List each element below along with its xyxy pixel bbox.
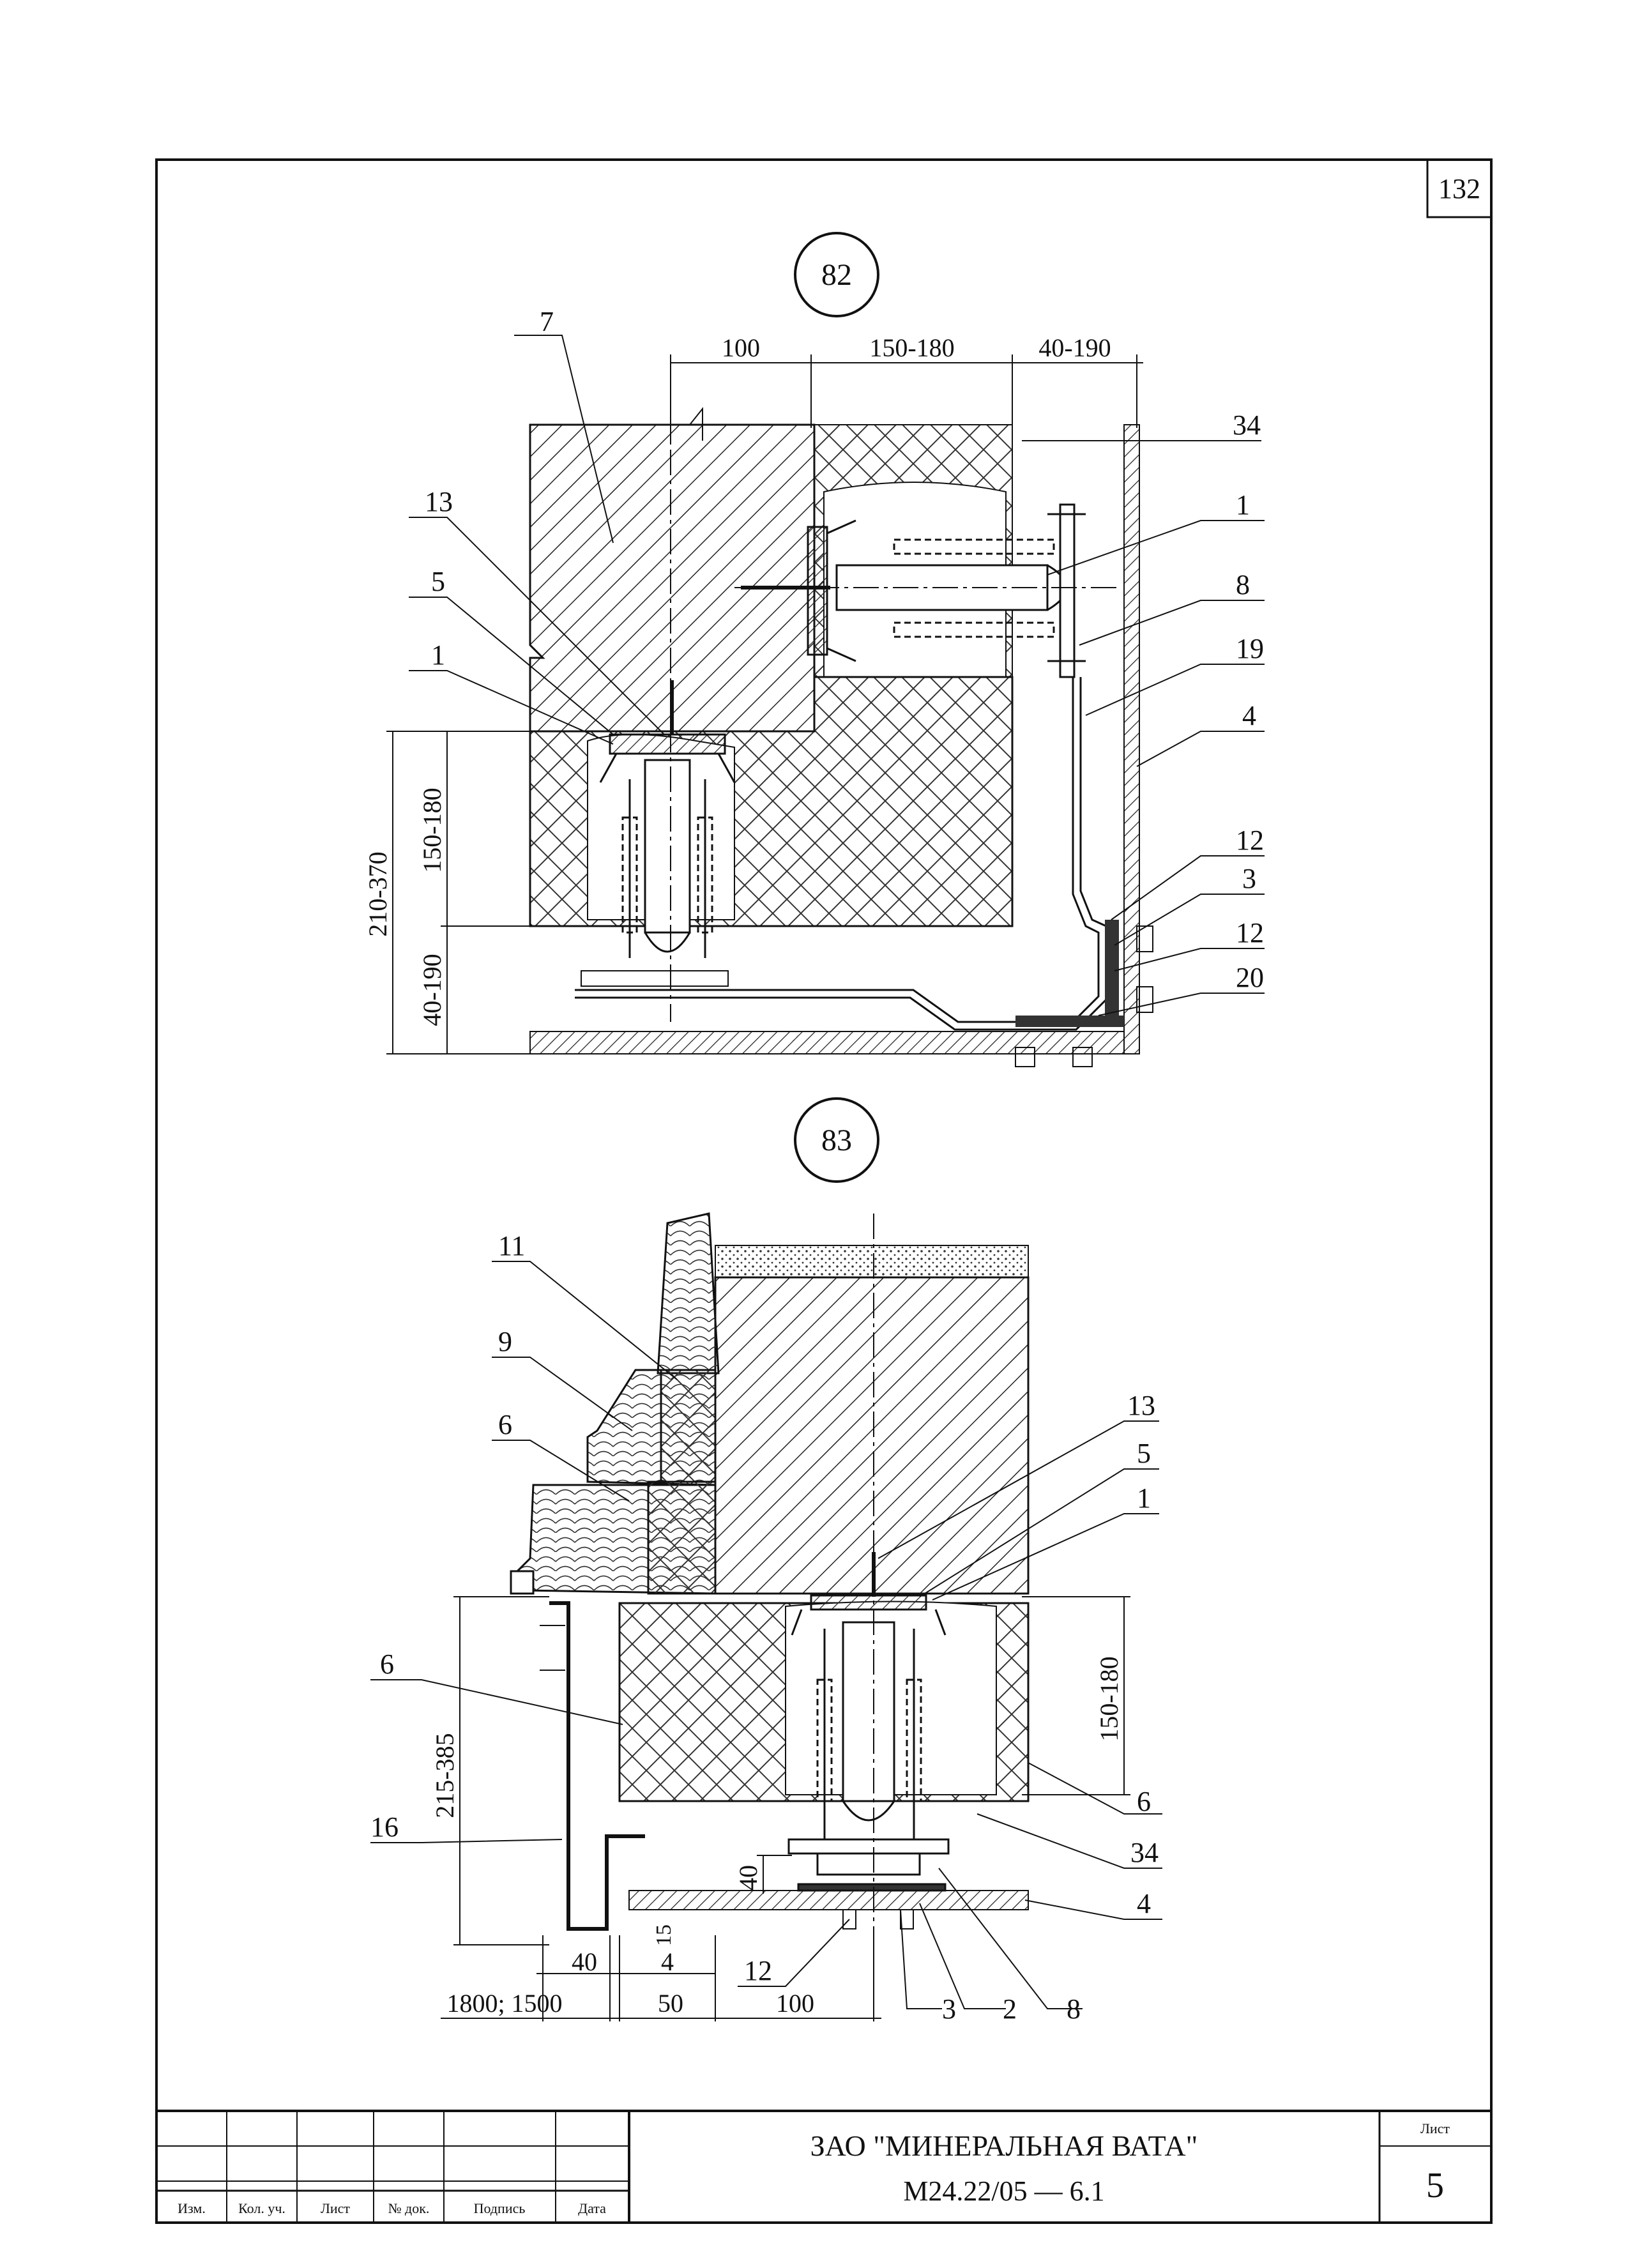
node-82-dim-40-190: 40-190	[1038, 333, 1111, 362]
sheet-label: Лист	[1420, 2120, 1450, 2136]
node-83-steel-sheet	[628, 1890, 1029, 1910]
stamp-header-izm: Изм.	[178, 2200, 206, 2216]
node-82-label-20: 20	[1236, 962, 1264, 993]
node-83-screed	[715, 1245, 1029, 1278]
node-83-label-5: 5	[1137, 1438, 1151, 1469]
node-82-dims-left	[386, 731, 530, 1054]
sheet-corner-number: 132	[1438, 173, 1480, 204]
node-82-label-3: 3	[1242, 863, 1256, 894]
node-83-dim-150-180: 150-180	[1095, 1656, 1123, 1741]
node-83-z-profile	[549, 1601, 645, 1931]
node-82-label-5: 5	[431, 566, 445, 597]
node-82-marker: 82	[821, 258, 852, 292]
company-name: ЗАО "МИНЕРАЛЬНАЯ ВАТА"	[810, 2129, 1198, 2162]
node-83-marker-circle	[794, 1097, 879, 1183]
node-83-marker: 83	[821, 1123, 852, 1157]
node-83-label-6b: 6	[380, 1648, 394, 1680]
node-83-label-2: 2	[1003, 1993, 1017, 2025]
node-82: 82 100 150-180 40-190	[363, 232, 1265, 1067]
node-83-dim-40-horizontal: 40	[572, 1947, 597, 1976]
node-82-dim-150-180: 150-180	[869, 333, 954, 362]
node-83-label-13: 13	[1127, 1390, 1155, 1421]
node-83-label-6a: 6	[498, 1409, 512, 1440]
node-83-label-12: 12	[744, 1955, 772, 1986]
node-83-label-8: 8	[1067, 1993, 1081, 2025]
stamp-header-signature: Подпись	[474, 2200, 526, 2216]
stamp-header-kol: Кол. уч.	[238, 2200, 285, 2216]
node-83-dim-215-385: 215-385	[430, 1733, 459, 1818]
node-83-label-3: 3	[942, 1993, 956, 2025]
node-82-dim-100: 100	[722, 333, 760, 362]
node-83-label-1: 1	[1137, 1482, 1151, 1514]
title-block: Изм. Кол. уч. Лист № док. Подпись Дата З…	[156, 2110, 1491, 2223]
node-82-label-8: 8	[1236, 569, 1250, 600]
node-83-concrete-slab	[714, 1276, 1030, 1595]
node-83-dim-50: 50	[658, 1989, 683, 2018]
node-82-marker-circle	[794, 232, 879, 317]
node-82-dim-210-370: 210-370	[363, 851, 392, 936]
node-83-heating-element	[787, 1552, 950, 1892]
node-83-dim-1800-1500: 1800; 1500	[446, 1989, 562, 2018]
node-83-dim-40-vertical: 40	[734, 1865, 763, 1891]
sheet-frame: 132	[155, 158, 1493, 2224]
stamp-header-list: Лист	[321, 2200, 350, 2216]
sheet-number: 5	[1426, 2166, 1444, 2205]
node-82-label-1b: 1	[1236, 489, 1250, 521]
node-83-dim-4: 4	[661, 1947, 674, 1976]
node-82-label-19: 19	[1236, 633, 1264, 664]
node-83-label-34: 34	[1130, 1837, 1159, 1868]
node-82-dim-left-150-180: 150-180	[418, 788, 446, 872]
document-code: М24.22/05 — 6.1	[903, 2175, 1104, 2207]
node-82-label-12b: 12	[1236, 917, 1264, 948]
node-83-dim-100: 100	[776, 1989, 814, 2018]
node-83-label-16: 16	[370, 1811, 399, 1843]
node-82-dims-top	[670, 354, 1143, 441]
node-82-label-13: 13	[425, 486, 453, 517]
node-83-dims	[441, 1596, 1130, 2021]
node-82-steel-casing	[529, 424, 1153, 1067]
node-83-label-11: 11	[498, 1230, 525, 1261]
node-83-label-9: 9	[498, 1326, 512, 1357]
node-82-label-7: 7	[540, 306, 554, 337]
node-83-label-4: 4	[1137, 1888, 1151, 1919]
node-82-dim-left-40-190: 40-190	[418, 954, 446, 1026]
node-82-label-12a: 12	[1236, 825, 1264, 856]
node-83: 83	[370, 1097, 1162, 2025]
node-82-heating-element-vertical	[599, 680, 736, 958]
node-83-dim-15: 15	[652, 1924, 676, 1946]
node-83-label-6c: 6	[1137, 1786, 1151, 1817]
stamp-header-doc: № док.	[388, 2200, 430, 2216]
node-82-label-4: 4	[1242, 700, 1256, 731]
node-82-label-1a: 1	[431, 639, 445, 671]
stamp-header-date: Дата	[578, 2200, 606, 2216]
node-82-label-34: 34	[1233, 409, 1261, 441]
node-83-wood-cornice	[510, 1212, 720, 1595]
